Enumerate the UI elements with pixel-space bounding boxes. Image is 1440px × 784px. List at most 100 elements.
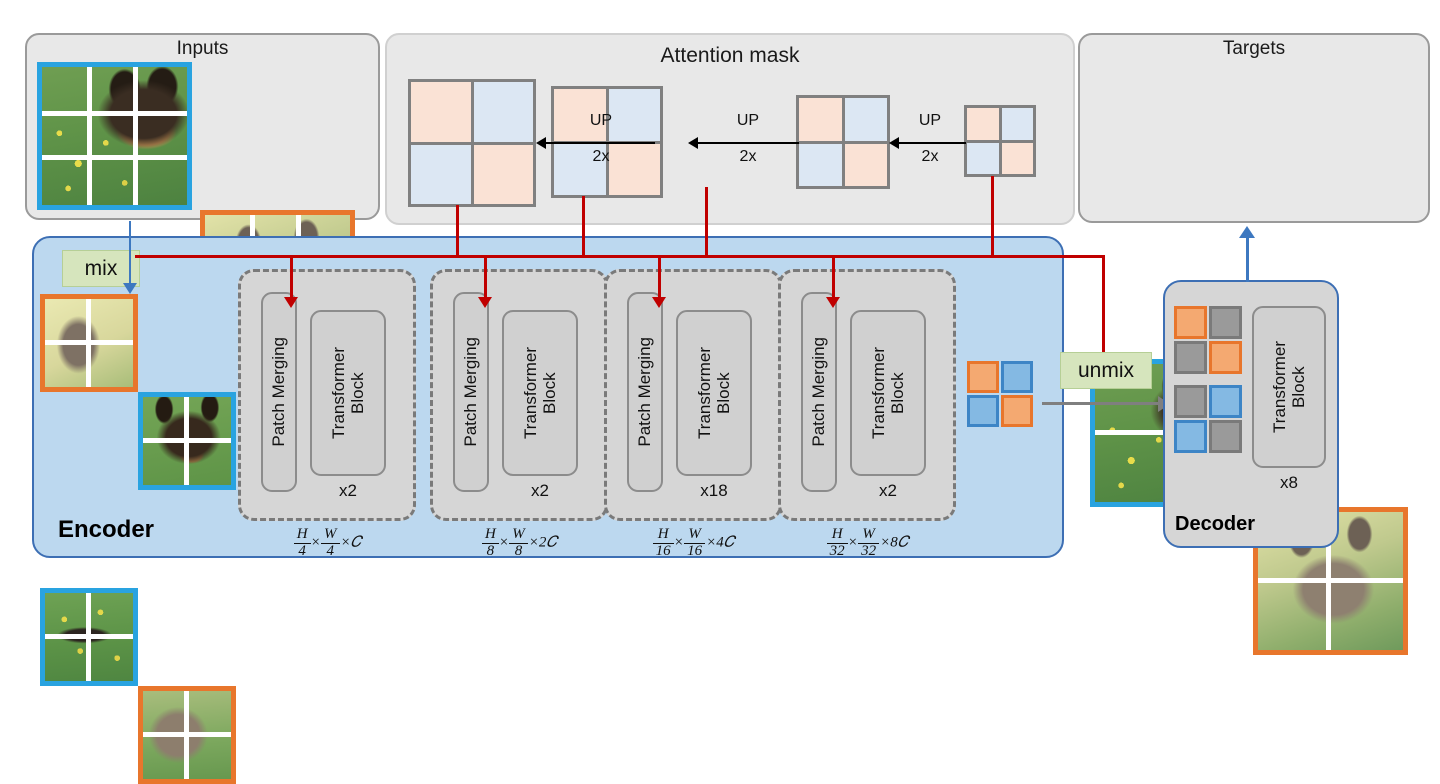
mask-cell xyxy=(1001,108,1033,140)
patch-grid-2x2 xyxy=(143,691,231,779)
up-arrow-line-1 xyxy=(545,142,655,144)
mask-cell xyxy=(967,142,999,174)
mask-stage3 xyxy=(796,95,890,189)
mask-cell xyxy=(844,143,887,186)
decoder-to-targets-line xyxy=(1246,238,1249,282)
decoder-to-targets-arrow xyxy=(1239,226,1255,238)
stage3-feed-arrow xyxy=(652,297,666,308)
mixed-quadrant-dog-face xyxy=(138,392,236,490)
stage-repeat-1: x2 xyxy=(339,481,357,500)
decoder-tile xyxy=(1174,385,1207,418)
mask-routing-bus xyxy=(135,255,1105,258)
mask-cell xyxy=(799,143,842,186)
inputs-title: Inputs xyxy=(176,38,229,59)
decoder-tile xyxy=(1209,341,1242,374)
patch-merging-4: Patch Merging xyxy=(801,292,837,492)
unmix-feed-line xyxy=(1102,255,1105,359)
stage-repeat-2: x2 xyxy=(531,481,549,500)
targets-title: Targets xyxy=(1222,38,1286,59)
mix-arrow-head xyxy=(123,283,137,294)
w-denominator: 8 xyxy=(514,542,523,559)
patch-grid-2x2 xyxy=(45,299,133,387)
w-denominator: 4 xyxy=(326,542,335,559)
patch-merging-label: Patch Merging xyxy=(635,337,655,447)
w-denominator: 16 xyxy=(687,542,703,559)
mask-cell xyxy=(554,89,606,141)
mixed-quadrant-cat-body xyxy=(138,686,236,784)
decoder-tile xyxy=(1209,420,1242,453)
mask-cell xyxy=(608,143,660,195)
decoder-transformer-block: Transformer Block xyxy=(1252,306,1326,468)
decoder-tile xyxy=(1174,420,1207,453)
encoder-to-decoder-line xyxy=(1042,402,1160,405)
transformer-block-label: Transformer Block xyxy=(694,347,733,439)
stage4-feed-arrow xyxy=(826,297,840,308)
mix-operation-box[interactable]: mix xyxy=(62,250,140,287)
h-denominator: 8 xyxy=(486,542,495,559)
mix-arrow-line xyxy=(129,221,131,285)
transformer-block-3: Transformer Block xyxy=(676,310,752,476)
unmix-operation-box[interactable]: unmix xyxy=(1060,352,1152,389)
w-denominator: 32 xyxy=(861,542,877,559)
latent-token-grid xyxy=(967,361,1033,427)
decoder-tile xyxy=(1209,306,1242,339)
transformer-block-4: Transformer Block xyxy=(850,310,926,476)
targets-panel xyxy=(1078,33,1430,223)
patch-merging-2: Patch Merging xyxy=(453,292,489,492)
mask-cell xyxy=(799,98,842,141)
patch-grid-4x4 xyxy=(42,67,187,205)
stage1-feed-line xyxy=(290,255,293,301)
attention-mask-title: Attention mask xyxy=(660,44,800,67)
stage2-feed-arrow xyxy=(478,297,492,308)
stage1-feed-arrow xyxy=(284,297,298,308)
decoder-tile xyxy=(1174,306,1207,339)
up-label-1: UP xyxy=(589,112,613,129)
mask-stage1 xyxy=(408,79,536,207)
up-label-3: UP xyxy=(918,112,942,129)
decoder-tile xyxy=(1209,385,1242,418)
up-factor-1: 2x xyxy=(592,148,610,165)
mask-cell xyxy=(1001,142,1033,174)
mask4-drop-line xyxy=(991,176,994,257)
up-arrow-head-3 xyxy=(889,137,899,149)
patch-merging-label: Patch Merging xyxy=(809,337,829,447)
mask1-drop-line xyxy=(456,205,459,257)
up-arrow-head-2 xyxy=(688,137,698,149)
decoder-repeat: x8 xyxy=(1280,473,1298,492)
h-denominator: 32 xyxy=(829,542,845,559)
decoder-token-grid-bottom xyxy=(1174,385,1242,453)
mask-cell xyxy=(411,82,471,142)
decoder-label: Decoder xyxy=(1175,513,1256,535)
stage-repeat-4: x2 xyxy=(879,481,897,500)
latent-tile xyxy=(967,361,999,393)
mask-cell xyxy=(967,108,999,140)
mask2-drop-line xyxy=(582,196,585,257)
mask-cell xyxy=(411,144,471,204)
mask-cell xyxy=(473,144,533,204)
up-label-2: UP xyxy=(736,112,760,129)
stage2-feed-line xyxy=(484,255,487,301)
patch-grid-2x2 xyxy=(45,593,133,681)
patch-merging-label: Patch Merging xyxy=(461,337,481,447)
patch-merging-label: Patch Merging xyxy=(269,337,289,447)
mask-cell xyxy=(844,98,887,141)
transformer-block-label: Transformer Block xyxy=(1269,341,1308,433)
patch-merging-1: Patch Merging xyxy=(261,292,297,492)
patch-merging-3: Patch Merging xyxy=(627,292,663,492)
transformer-block-label: Transformer Block xyxy=(520,347,559,439)
up-arrow-head-1 xyxy=(536,137,546,149)
stage4-feed-line xyxy=(832,255,835,301)
transformer-block-label: Transformer Block xyxy=(328,347,367,439)
patch-grid-2x2 xyxy=(143,397,231,485)
input-image-dog xyxy=(37,62,192,210)
up-arrow-line-3 xyxy=(898,142,966,144)
transformer-block-2: Transformer Block xyxy=(502,310,578,476)
decoder-tile xyxy=(1174,341,1207,374)
decoder-token-grid-top xyxy=(1174,306,1242,374)
mixed-image xyxy=(40,294,236,784)
h-denominator: 16 xyxy=(655,542,671,559)
stage3-feed-line xyxy=(658,255,661,301)
